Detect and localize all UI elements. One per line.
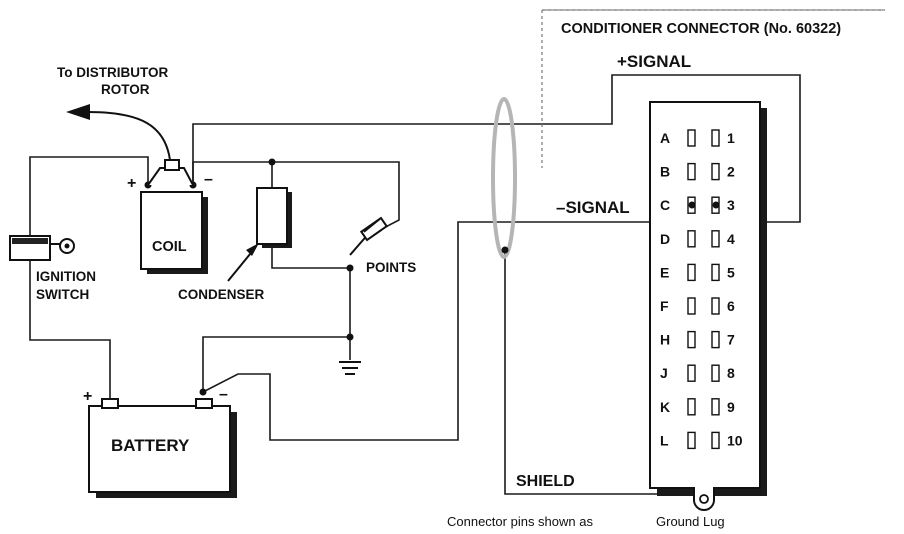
wire-ground-to-battery xyxy=(202,336,350,392)
pin-slot-left xyxy=(687,330,696,349)
pin-number: 1 xyxy=(727,130,735,146)
pin-slot-right xyxy=(711,263,720,282)
battery-plus-sign: + xyxy=(83,388,92,405)
ignition-switch xyxy=(9,235,75,261)
pin-letter: E xyxy=(660,264,669,280)
connector-note: Connector pins shown as xyxy=(447,514,593,529)
distributor-arrow xyxy=(66,104,171,161)
signal-contact-dot xyxy=(712,201,720,209)
pin-number: 3 xyxy=(727,197,735,213)
pin-letter: D xyxy=(660,231,670,247)
pin-slot-left xyxy=(687,398,696,416)
coil xyxy=(140,159,208,274)
shield-sleeve xyxy=(491,97,517,259)
conditioner-leader-line xyxy=(541,9,885,168)
to-distributor-label: To DISTRIBUTOR xyxy=(57,65,168,80)
pin-number: 10 xyxy=(727,432,743,448)
coil-minus-sign: – xyxy=(204,171,213,188)
conditioner-connector-label: CONDITIONER CONNECTOR (No. 60322) xyxy=(561,21,841,37)
shield-label: SHIELD xyxy=(516,473,575,490)
switch-label: SWITCH xyxy=(36,287,89,302)
pin-slot-left xyxy=(687,263,696,282)
pin-letter: A xyxy=(660,130,670,146)
pin-slot-right xyxy=(711,129,720,147)
pin-slot-right xyxy=(711,431,720,450)
signal-contact-dot xyxy=(688,201,696,209)
battery-positive-terminal xyxy=(101,398,119,409)
pin-number: 8 xyxy=(727,365,735,381)
pin-slot-right xyxy=(711,398,720,416)
ground-lug-label: Ground Lug xyxy=(656,514,725,529)
pin-slot-left xyxy=(687,364,696,382)
pin-slot-left xyxy=(687,297,696,315)
pin-slot-left xyxy=(687,230,696,248)
pin-slot-right xyxy=(711,297,720,315)
pin-letter: F xyxy=(660,298,669,314)
pin-number: 5 xyxy=(727,264,735,280)
junction-dot xyxy=(501,246,509,254)
pin-slot-right xyxy=(711,330,720,349)
battery-negative-terminal xyxy=(195,398,213,409)
ground-lug xyxy=(693,487,715,511)
minus-signal-label: –SIGNAL xyxy=(556,198,630,217)
pin-number: 6 xyxy=(727,298,735,314)
pin-letter: J xyxy=(660,365,668,381)
pin-letter: K xyxy=(660,399,670,415)
plus-signal-label: +SIGNAL xyxy=(617,52,691,71)
ground-symbol xyxy=(339,361,361,375)
coil-plus-sign: + xyxy=(127,175,136,192)
wire-switch-to-battery xyxy=(29,258,111,400)
junction-dot xyxy=(346,333,354,341)
pin-number: 7 xyxy=(727,332,735,348)
wire-switch-to-coil xyxy=(29,156,149,238)
junction-dot xyxy=(268,158,276,166)
battery-minus-sign: – xyxy=(219,386,228,403)
pin-number: 4 xyxy=(727,231,735,247)
coil-label: COIL xyxy=(152,239,187,255)
junction-dot xyxy=(346,264,354,272)
pin-slot-right xyxy=(711,162,720,181)
battery xyxy=(88,398,237,498)
pin-letter: H xyxy=(660,332,670,348)
pin-slot-right xyxy=(711,230,720,248)
pin-slot-left xyxy=(687,162,696,181)
pin-slot-left xyxy=(687,431,696,450)
condenser-label: CONDENSER xyxy=(178,287,265,302)
ignition-label: IGNITION xyxy=(36,269,96,284)
pin-letter: C xyxy=(660,197,670,213)
junction-dot xyxy=(199,388,207,396)
pin-letter: B xyxy=(660,164,670,180)
pin-number: 2 xyxy=(727,164,735,180)
wire-shield xyxy=(504,250,694,495)
pin-slot-right xyxy=(711,364,720,382)
connector-pin-row: L 10 xyxy=(660,431,743,450)
pin-number: 9 xyxy=(727,399,735,415)
battery-label: BATTERY xyxy=(111,436,190,455)
wire-condenser-to-points xyxy=(271,246,350,269)
points-label: POINTS xyxy=(366,260,416,275)
points-contact xyxy=(349,216,389,256)
pin-slot-left xyxy=(687,129,696,147)
pin-letter: L xyxy=(660,432,669,448)
condenser xyxy=(256,187,292,248)
condenser-pointer xyxy=(227,243,259,282)
rotor-label: ROTOR xyxy=(101,82,150,97)
